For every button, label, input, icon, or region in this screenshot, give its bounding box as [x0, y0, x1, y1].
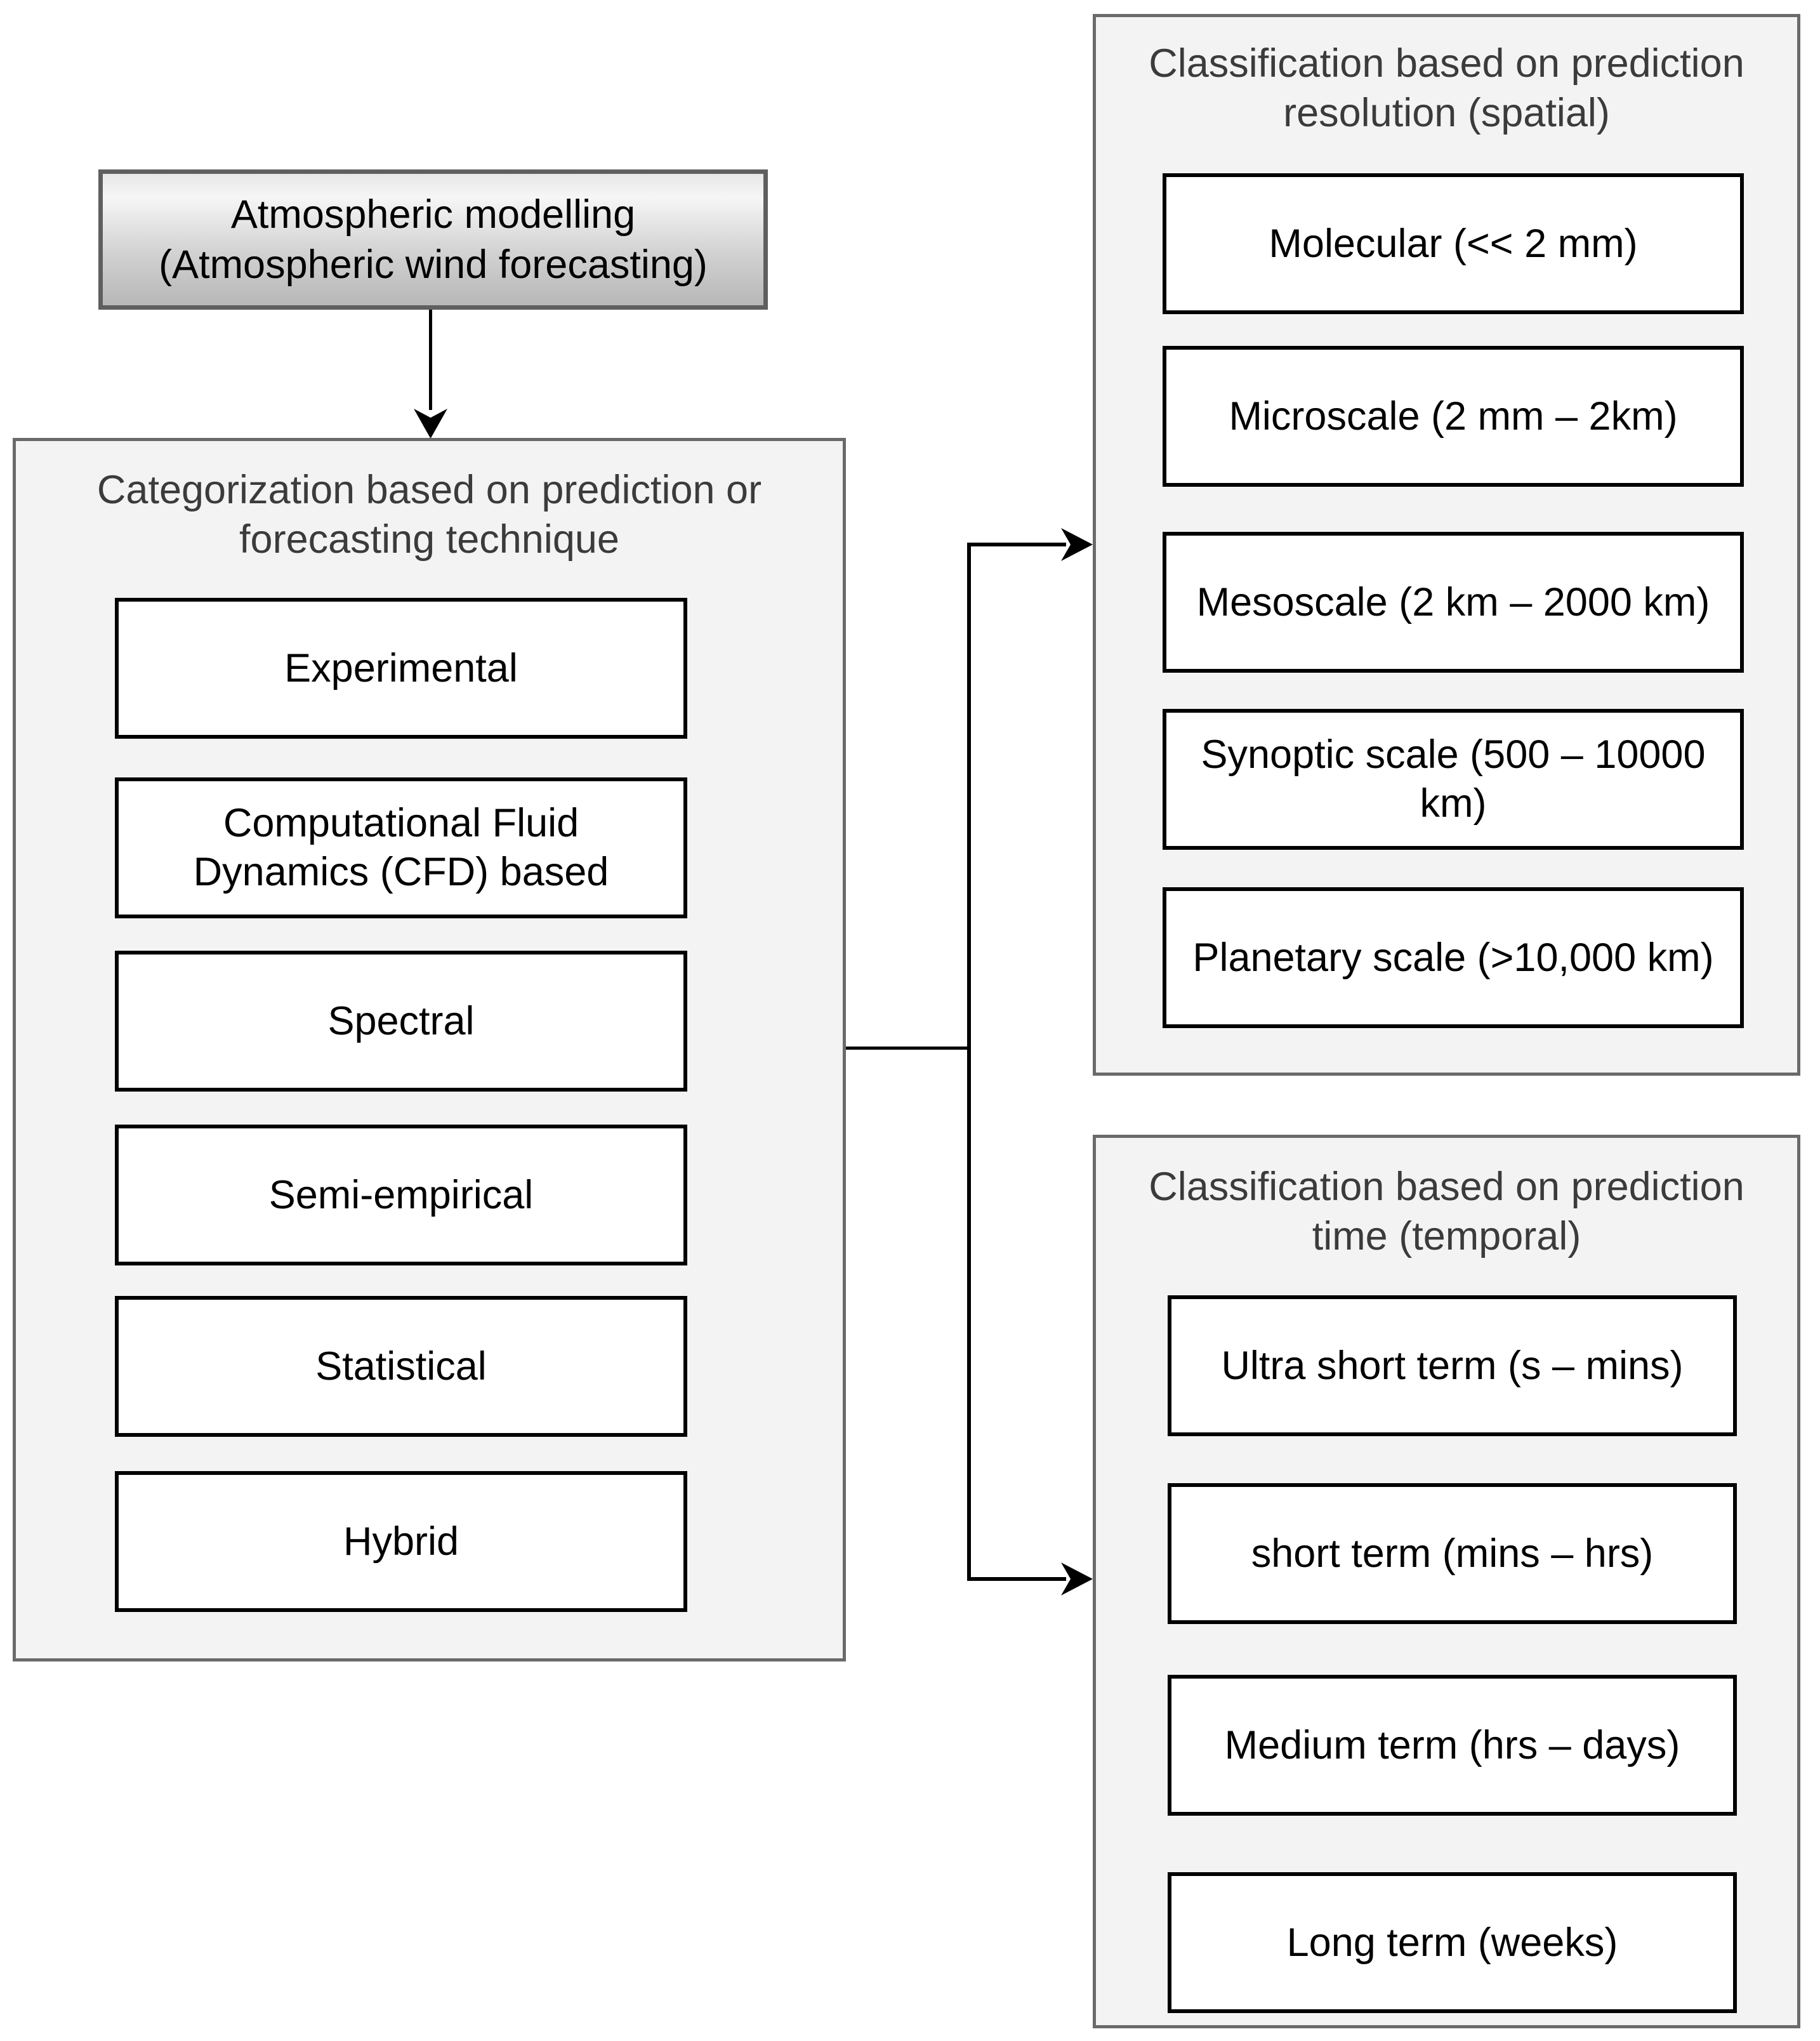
connector-line — [429, 310, 432, 410]
box-medium-term: Medium term (hrs – days) — [1168, 1675, 1737, 1816]
connector-line — [967, 543, 971, 1581]
root-node-line2: (Atmospheric wind forecasting) — [159, 242, 708, 287]
box-microscale: Microscale (2 mm – 2km) — [1163, 346, 1744, 487]
box-experimental: Experimental — [115, 598, 687, 739]
box-spectral: Spectral — [115, 951, 687, 1092]
box-semi-empirical: Semi-empirical — [115, 1125, 687, 1265]
box-hybrid: Hybrid — [115, 1471, 687, 1612]
temporal-panel: Classification based on prediction time … — [1093, 1135, 1800, 2028]
box-ultra-short-term: Ultra short term (s – mins) — [1168, 1295, 1737, 1436]
box-statistical: Statistical — [115, 1296, 687, 1437]
box-cfd-based: Computational Fluid Dynamics (CFD) based — [115, 777, 687, 918]
box-short-term: short term (mins – hrs) — [1168, 1483, 1737, 1624]
box-synoptic-scale: Synoptic scale (500 – 10000 km) — [1163, 709, 1744, 850]
temporal-panel-title: Classification based on prediction time … — [1149, 1165, 1744, 1259]
connector-line — [967, 1577, 1066, 1581]
root-node-line1: Atmospheric modelling — [230, 192, 636, 237]
box-mesoscale: Mesoscale (2 km – 2000 km) — [1163, 532, 1744, 673]
down-arrow-icon — [414, 409, 447, 439]
spatial-panel-title: Classification based on prediction resol… — [1149, 41, 1744, 136]
root-node: Atmospheric modelling (Atmospheric wind … — [98, 169, 768, 310]
box-molecular: Molecular (<< 2 mm) — [1163, 173, 1744, 314]
connector-line — [967, 543, 1066, 546]
box-planetary-scale: Planetary scale (>10,000 km) — [1163, 887, 1744, 1028]
box-long-term: Long term (weeks) — [1168, 1872, 1737, 2013]
technique-panel: Categorization based on prediction or fo… — [13, 438, 846, 1661]
spatial-panel: Classification based on prediction resol… — [1093, 14, 1800, 1076]
technique-panel-title: Categorization based on prediction or fo… — [96, 468, 762, 562]
connector-line — [846, 1047, 969, 1050]
